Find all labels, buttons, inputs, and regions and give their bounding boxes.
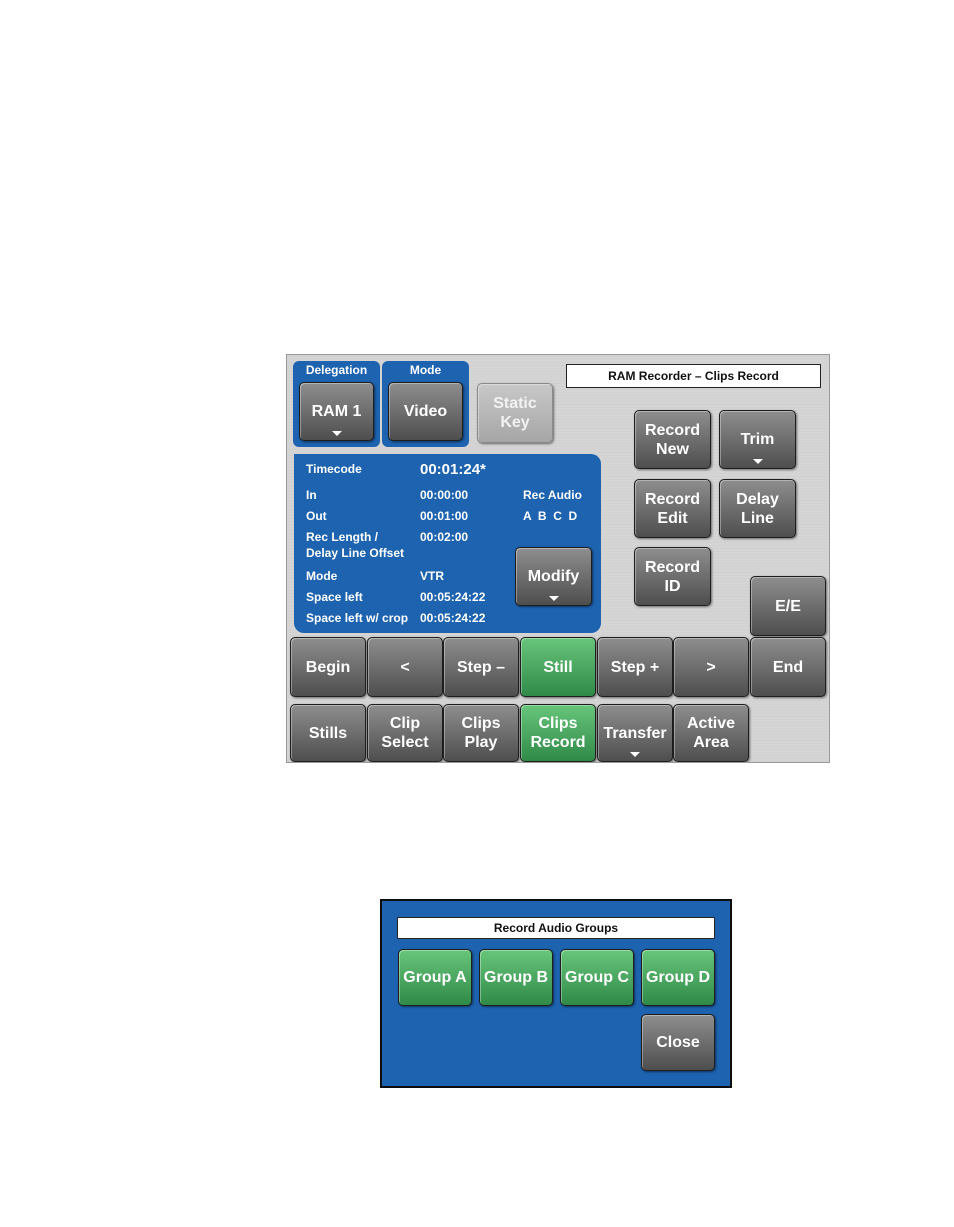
mode-group: Mode Video [382,361,469,447]
clip-info-panel: Timecode 00:01:24* In 00:00:00 Out 00:01… [294,454,601,633]
close-label: Close [656,1034,700,1051]
end-button[interactable]: End [750,637,826,697]
record-edit-label: Record Edit [644,490,701,527]
begin-button[interactable]: Begin [290,637,366,697]
out-value: 00:01:00 [420,509,469,523]
step-back-button[interactable]: Step – [443,637,519,697]
static-key-button[interactable]: Static Key [477,383,553,443]
rec-audio-label: Rec Audio [523,488,582,502]
modify-label: Modify [527,568,580,585]
step-back-label: Step – [456,658,505,676]
group-a-button[interactable]: Group A [398,949,472,1006]
space-left-label: Space left [306,590,363,604]
rec-length-value: 00:02:00 [420,530,469,544]
tab-transfer-label: Transfer [603,724,667,742]
ram-recorder-panel: RAM Recorder – Clips Record Delegation R… [286,354,830,763]
delay-offset-label: Delay Line Offset [306,546,405,560]
in-label: In [306,488,317,502]
tab-clip-select[interactable]: Clip Select [367,704,443,762]
panel-title: RAM Recorder – Clips Record [566,364,821,388]
group-d-label: Group D [646,969,710,986]
record-id-button[interactable]: Record ID [634,547,711,606]
space-crop-label: Space left w/ crop [306,611,409,625]
mode-label: Mode [409,363,442,377]
record-edit-button[interactable]: Record Edit [634,479,711,538]
delegation-label: Delegation [305,363,368,377]
delegation-button[interactable]: RAM 1 [299,382,374,441]
rec-length-label: Rec Length / [306,530,379,544]
dialog-title: Record Audio Groups [397,917,715,939]
record-id-label: Record ID [644,558,701,595]
delegation-group: Delegation RAM 1 [293,361,380,447]
prev-button[interactable]: < [367,637,443,697]
tab-transfer[interactable]: Transfer [597,704,673,762]
record-new-button[interactable]: Record New [634,410,711,469]
dropdown-arrow-icon [331,431,342,436]
tab-stills-label: Stills [308,724,348,742]
group-c-button[interactable]: Group C [560,949,634,1006]
step-fwd-button[interactable]: Step + [597,637,673,697]
rec-audio-value: A B C D [523,509,578,523]
delegation-button-label: RAM 1 [311,403,362,420]
tab-clips-play[interactable]: Clips Play [443,704,519,762]
tab-clip-select-label: Clip Select [381,715,429,751]
group-d-button[interactable]: Group D [641,949,715,1006]
space-crop-value: 00:05:24:22 [420,611,486,625]
mode-info-label: Mode [306,569,338,583]
mode-info-value: VTR [420,569,444,583]
in-value: 00:00:00 [420,488,469,502]
ee-button[interactable]: E/E [750,576,826,636]
group-c-label: Group C [565,969,629,986]
modify-button[interactable]: Modify [515,547,592,606]
tab-stills[interactable]: Stills [290,704,366,762]
delay-line-label: Delay Line [736,490,779,527]
prev-label: < [400,658,410,676]
tab-active-area-label: Active Area [686,715,736,751]
tab-clips-record-label: Clips Record [530,715,586,751]
delay-line-button[interactable]: Delay Line [719,479,796,538]
group-b-label: Group B [484,969,548,986]
dropdown-arrow-icon [752,459,763,464]
step-fwd-label: Step + [610,658,660,676]
space-left-value: 00:05:24:22 [420,590,486,604]
still-button[interactable]: Still [520,637,596,697]
still-label: Still [543,658,573,676]
record-new-label: Record New [644,421,701,458]
end-label: End [772,658,804,676]
close-button[interactable]: Close [641,1014,715,1071]
static-key-label: Static Key [493,395,537,431]
dropdown-arrow-icon [548,596,559,601]
mode-button[interactable]: Video [388,382,463,441]
tab-clips-play-label: Clips Play [461,715,501,751]
begin-label: Begin [305,658,351,676]
next-button[interactable]: > [673,637,749,697]
ee-label: E/E [775,597,801,615]
out-label: Out [306,509,327,523]
trim-label: Trim [740,431,775,448]
tab-active-area[interactable]: Active Area [673,704,749,762]
tab-clips-record[interactable]: Clips Record [520,704,596,762]
group-a-label: Group A [403,969,467,986]
record-audio-groups-dialog: Record Audio Groups Group A Group B Grou… [380,899,732,1088]
timecode-value: 00:01:24* [420,461,486,478]
timecode-label: Timecode [306,462,362,476]
dropdown-arrow-icon [630,752,640,757]
trim-button[interactable]: Trim [719,410,796,469]
group-b-button[interactable]: Group B [479,949,553,1006]
mode-button-label: Video [403,403,448,420]
next-label: > [706,658,716,676]
